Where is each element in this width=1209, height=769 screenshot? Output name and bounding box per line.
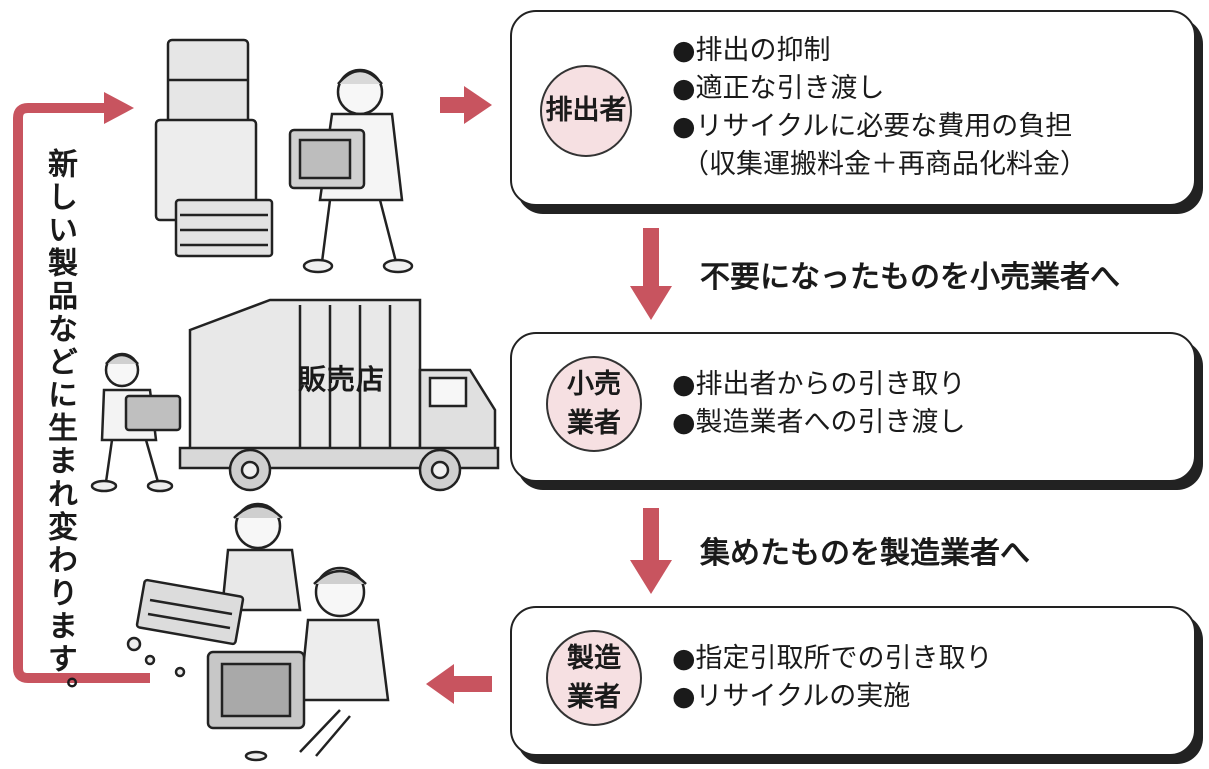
loop-text: 新しい製品などに生まれ変わります。 — [42, 148, 77, 709]
duty-item: ●リサイクルに必要な費用の負担 — [672, 111, 1073, 142]
truck-sign: 販売店 — [298, 363, 386, 396]
duty-item: ●適正な引き渡し — [672, 73, 885, 104]
duty-item-note: （収集運搬料金＋再商品化料金） — [682, 149, 1087, 180]
discarder-duties: ●排出の抑制 ●適正な引き渡し ●リサイクルに必要な費用の負担 （収集運搬料金＋… — [672, 32, 1087, 184]
duty-item: ●排出の抑制 — [672, 35, 831, 66]
manufacturer-box: 製造業者 ●指定引取所での引き取り ●リサイクルの実施 — [510, 606, 1196, 756]
flow-label-to-retailer: 不要になったものを小売業者へ — [700, 260, 1120, 295]
duty-item: ●リサイクルの実施 — [672, 681, 911, 712]
discarder-badge: 排出者 — [540, 65, 632, 157]
flow-label-to-manufacturer: 集めたものを製造業者へ — [700, 536, 1030, 571]
retailer-badge: 小売業者 — [546, 356, 642, 452]
manufacturer-duties: ●指定引取所での引き取り ●リサイクルの実施 — [672, 640, 993, 716]
retailer-box: 小売業者 ●排出者からの引き取り ●製造業者への引き渡し — [510, 332, 1196, 482]
duty-item: ●指定引取所での引き取り — [672, 643, 993, 674]
retailer-duties: ●排出者からの引き取り ●製造業者への引き渡し — [672, 366, 966, 442]
duty-item: ●製造業者への引き渡し — [672, 407, 966, 438]
duty-item: ●排出者からの引き取り — [672, 369, 966, 400]
discarder-box: 排出者 ●排出の抑制 ●適正な引き渡し ●リサイクルに必要な費用の負担 （収集運… — [510, 10, 1196, 206]
manufacturer-badge: 製造業者 — [546, 630, 642, 726]
